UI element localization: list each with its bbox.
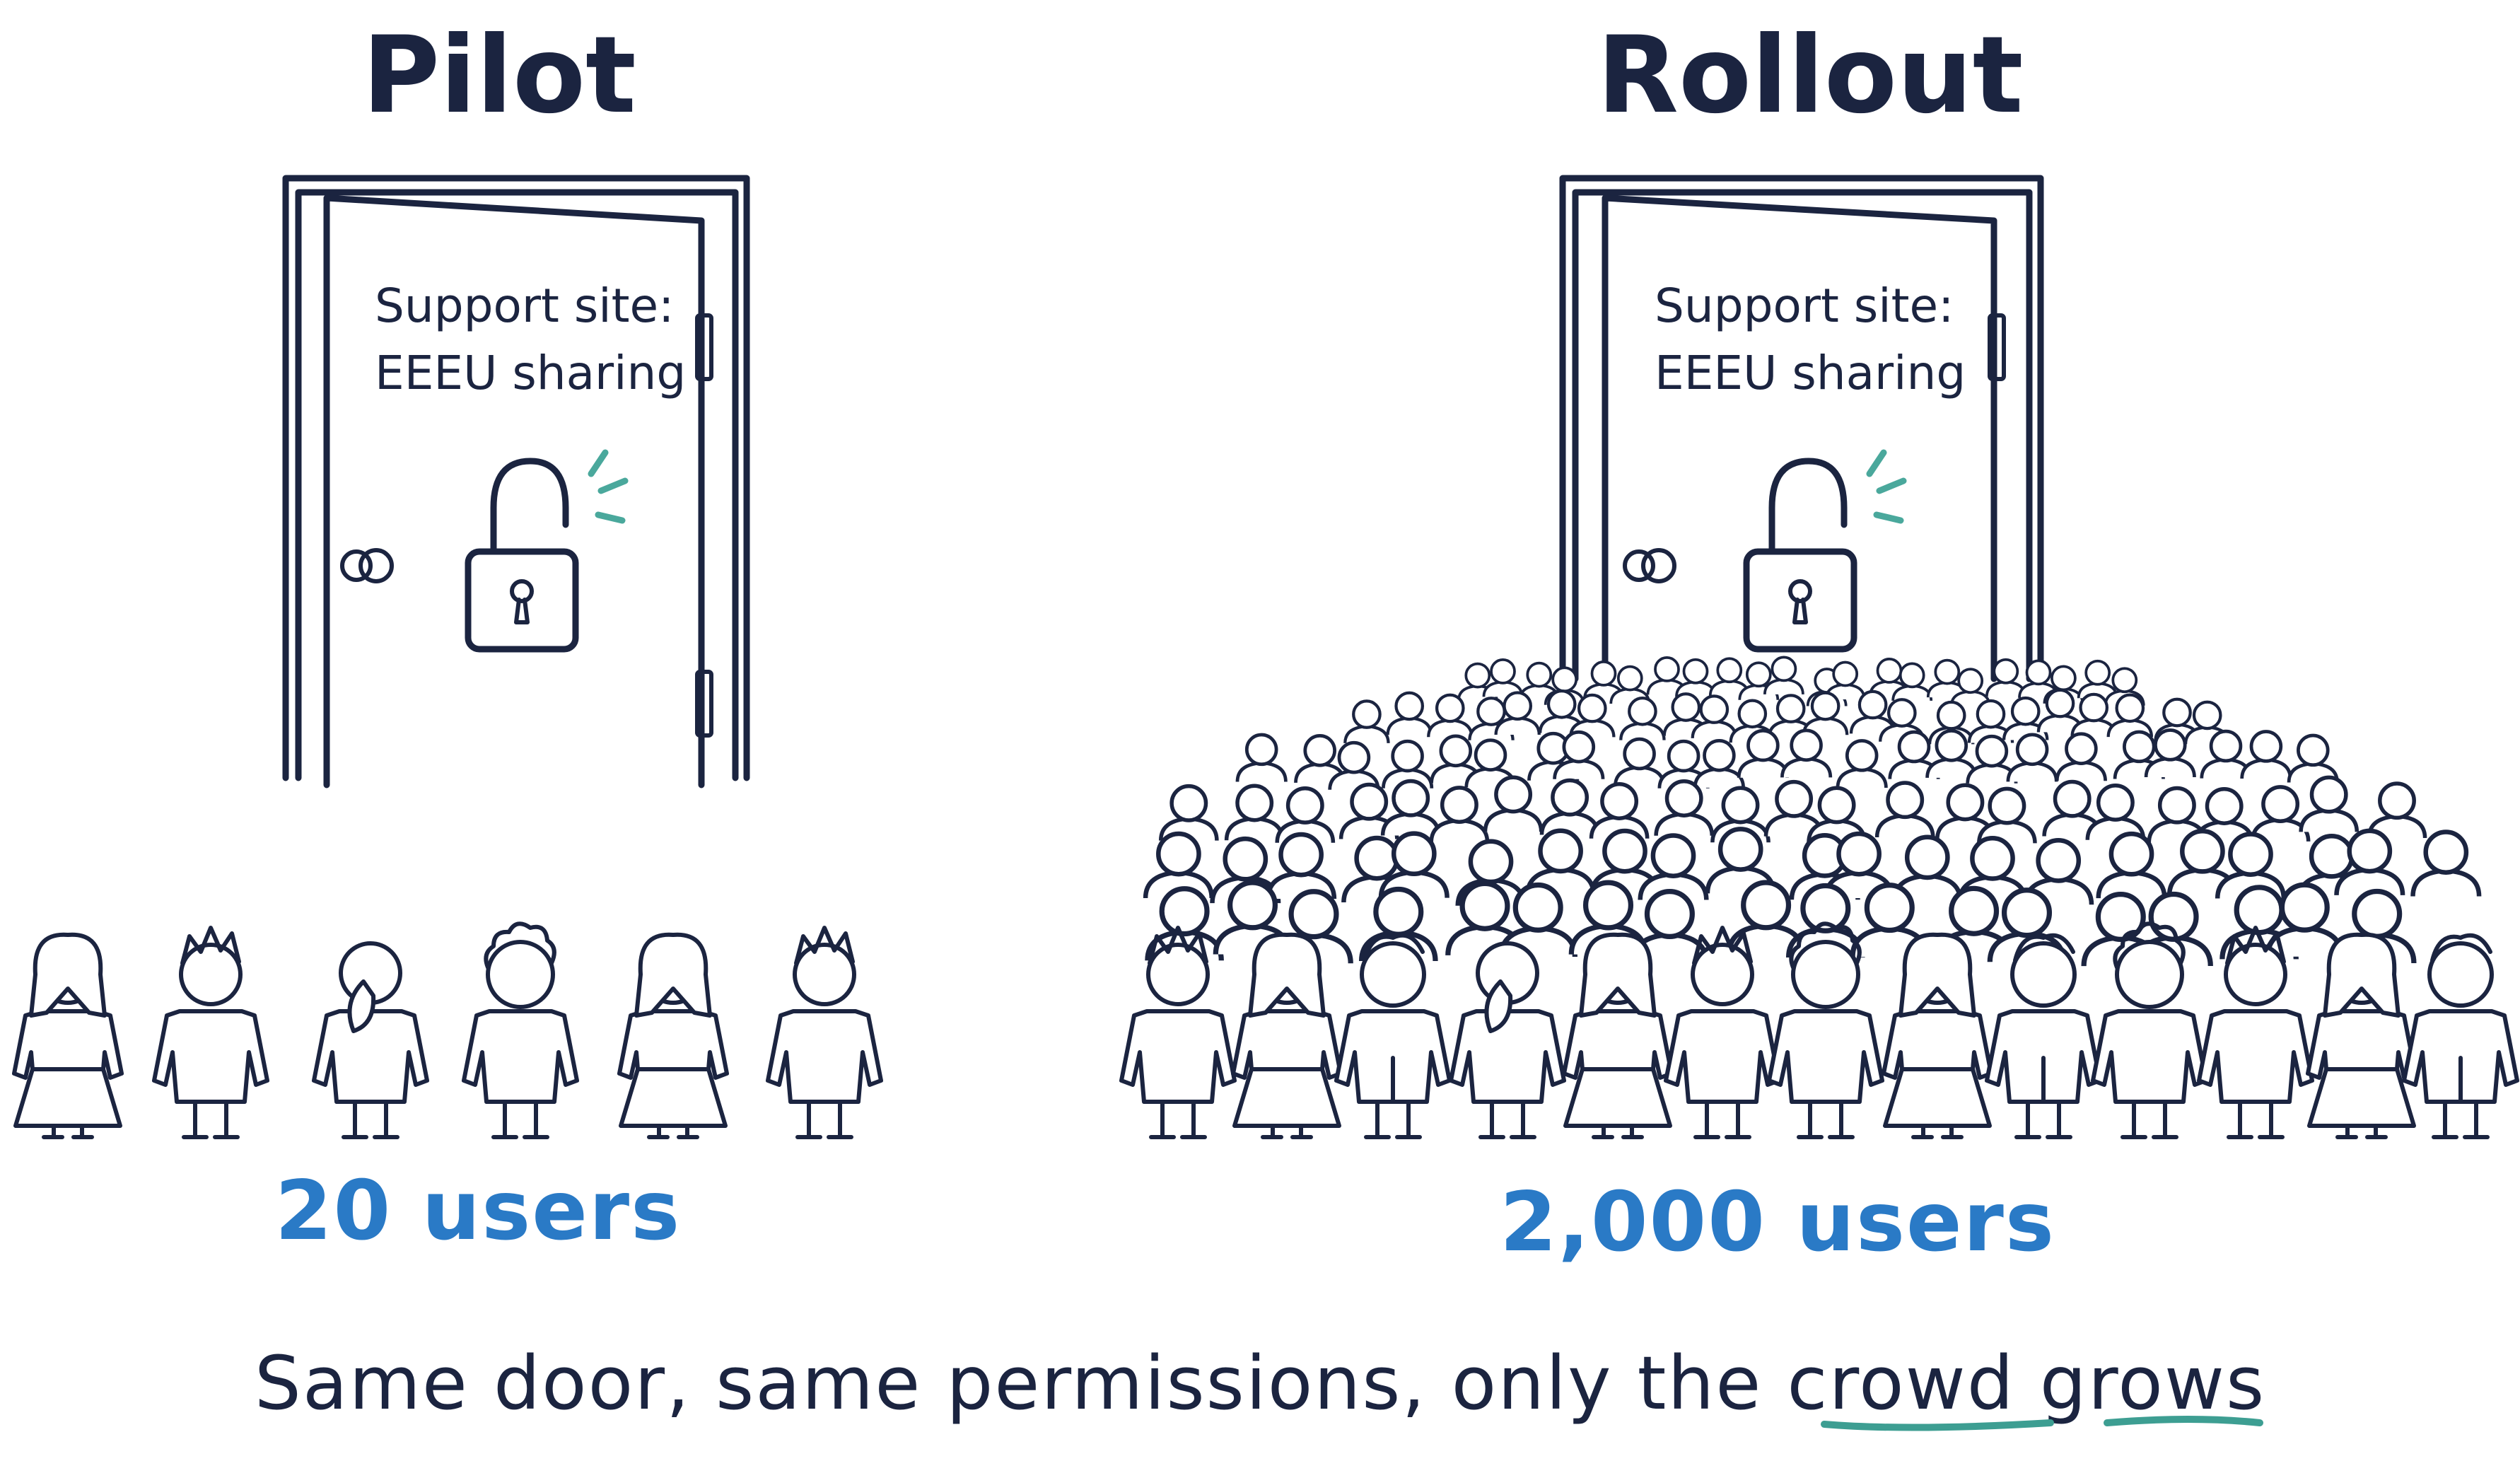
rollout-user (1336, 936, 1449, 1137)
unlocked-padlock-icon (465, 449, 629, 653)
rollout-user (1233, 935, 1341, 1137)
crowd-person (1877, 783, 1933, 837)
crowd-person (2099, 834, 2165, 898)
crowd-person (1388, 693, 1431, 735)
crowd-person (1979, 788, 2035, 843)
crowd-person (2413, 832, 2480, 897)
crowd-person (2087, 786, 2143, 840)
pilot-user (154, 928, 267, 1137)
pilot-door: Support site: EEEU sharing (282, 175, 750, 788)
crowd-person (1615, 739, 1663, 786)
caption-plain: Same door, same permissions, only the (255, 1340, 1787, 1426)
crowd-person (1431, 788, 1487, 842)
pilot-door-sign-line2: EEEU sharing (375, 346, 686, 400)
crowd-person (2077, 659, 2118, 700)
crowd-person (1330, 743, 1378, 790)
pilot-user (314, 943, 427, 1137)
rollout-door-sign-line1: Support site: (1655, 279, 1954, 333)
caption-underline-grows (2104, 1416, 2263, 1426)
crowd-person (1838, 741, 1886, 788)
caption-emphasis-grows: grows (2040, 1340, 2265, 1426)
crowd-person (1345, 701, 1388, 743)
crowd-person (1542, 781, 1598, 835)
crowd-person (2301, 777, 2357, 832)
door-knob (1623, 549, 1655, 582)
crowd-person (2004, 698, 2047, 740)
crowd-person (1237, 735, 1285, 782)
rollout-user (2308, 935, 2415, 1137)
crowd-person (2289, 735, 2337, 783)
pilot-user (619, 935, 727, 1137)
pilot-user (464, 924, 577, 1137)
crowd-person (1428, 695, 1471, 738)
crowd-person (2242, 732, 2290, 779)
crowd-person (1268, 834, 1334, 899)
crowd-person (1695, 740, 1743, 788)
crowd-person (1656, 781, 1712, 836)
rollout-crowd (1145, 656, 2480, 966)
rollout-user-count: 2,000 users (1500, 1175, 2055, 1270)
rollout-user (2404, 936, 2517, 1137)
rollout-title: Rollout (1597, 14, 2024, 137)
crowd-person (2057, 734, 2105, 781)
unlocked-padlock-icon (1743, 449, 1907, 653)
caption-emphasis-crowd: crowd (1787, 1340, 2014, 1426)
caption-text: Same door, same permissions, only the cr… (255, 1340, 2265, 1426)
pilot-panel: Pilot Support site: EEEU sharing (14, 14, 881, 1259)
crowd-person (1675, 658, 1716, 699)
pilot-users (14, 924, 881, 1137)
pilot-user-count: 20 users (275, 1163, 681, 1259)
rollout-panel: Rollout Support site: EEEU sharing (1121, 14, 2517, 1270)
rollout-user (1564, 935, 1672, 1137)
crowd-person (2253, 787, 2309, 842)
pilot-title: Pilot (362, 14, 636, 137)
door-knob (340, 549, 373, 582)
crowd-person (1621, 698, 1664, 740)
crowd-person (2369, 784, 2425, 838)
pilot-user (14, 935, 122, 1137)
crowd-person (2008, 735, 2056, 782)
caption: Same door, same permissions, only the cr… (255, 1340, 2265, 1431)
rollout-user (1884, 935, 1991, 1137)
rollout-door: Support site: EEEU sharing (1559, 175, 2044, 682)
crowd-person (1383, 781, 1439, 836)
pilot-door-sign-line1: Support site: (375, 279, 674, 333)
rollout-user (1451, 943, 1564, 1137)
pilot-user (768, 928, 881, 1137)
crowd-person (1227, 786, 1283, 840)
crowd-person (1161, 786, 1217, 841)
rollout-door-sign-line2: EEEU sharing (1655, 346, 1966, 400)
caption-underline-crowd (1821, 1419, 2054, 1431)
